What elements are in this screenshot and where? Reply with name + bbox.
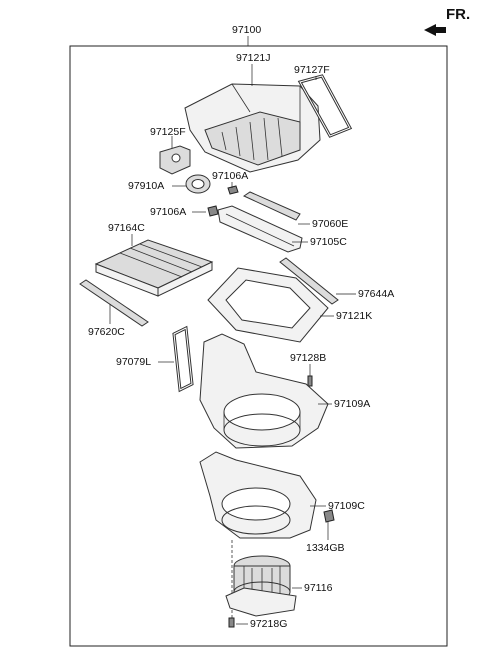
assembly-frame: [69, 45, 448, 647]
frame-part: [207, 267, 329, 343]
pin-part: [307, 375, 313, 387]
clip-lower-part: [323, 509, 335, 523]
blower-motor-part: [225, 555, 297, 617]
label-97127F: 97127F: [294, 64, 330, 76]
screw-part: [228, 617, 235, 628]
label-97125F: 97125F: [150, 126, 186, 138]
label-1334GB: 1334GB: [306, 542, 345, 554]
label-97079L: 97079L: [116, 356, 152, 368]
gasket-part: [172, 325, 194, 393]
label-97644A: 97644A: [358, 288, 395, 300]
label-97620C: 97620C: [88, 326, 125, 338]
seal-frame-part: [297, 74, 353, 138]
lower-case-part: [199, 333, 329, 449]
label-97109A: 97109A: [334, 398, 371, 410]
strip-right-part: [279, 257, 339, 305]
strip-part: [242, 191, 301, 221]
label-97106A-mid: 97106A: [150, 206, 187, 218]
actuator-part: [159, 145, 191, 175]
label-97121K: 97121K: [336, 310, 373, 322]
motor-part: [185, 174, 211, 194]
label-97121J: 97121J: [236, 52, 271, 64]
label-97218G: 97218G: [250, 618, 288, 630]
label-97100: 97100: [232, 24, 262, 36]
clip-top-part: [227, 185, 239, 195]
clip-mid-part: [207, 205, 219, 217]
label-97910A: 97910A: [128, 180, 165, 192]
label-97105C: 97105C: [310, 236, 347, 248]
scroll-case-part: [199, 451, 317, 539]
label-97116: 97116: [304, 582, 333, 594]
label-97060E: 97060E: [312, 218, 349, 230]
upper-case-part: [184, 83, 321, 173]
label-97106A-top: 97106A: [212, 170, 249, 182]
filter-part: [94, 239, 214, 297]
front-direction-label: FR.: [446, 6, 471, 23]
label-97164C: 97164C: [108, 222, 145, 234]
front-arrow-icon: [424, 24, 446, 36]
strip-left-part: [79, 279, 149, 327]
door-part: [217, 205, 303, 253]
label-97128B: 97128B: [290, 352, 327, 364]
label-97109C: 97109C: [328, 500, 365, 512]
